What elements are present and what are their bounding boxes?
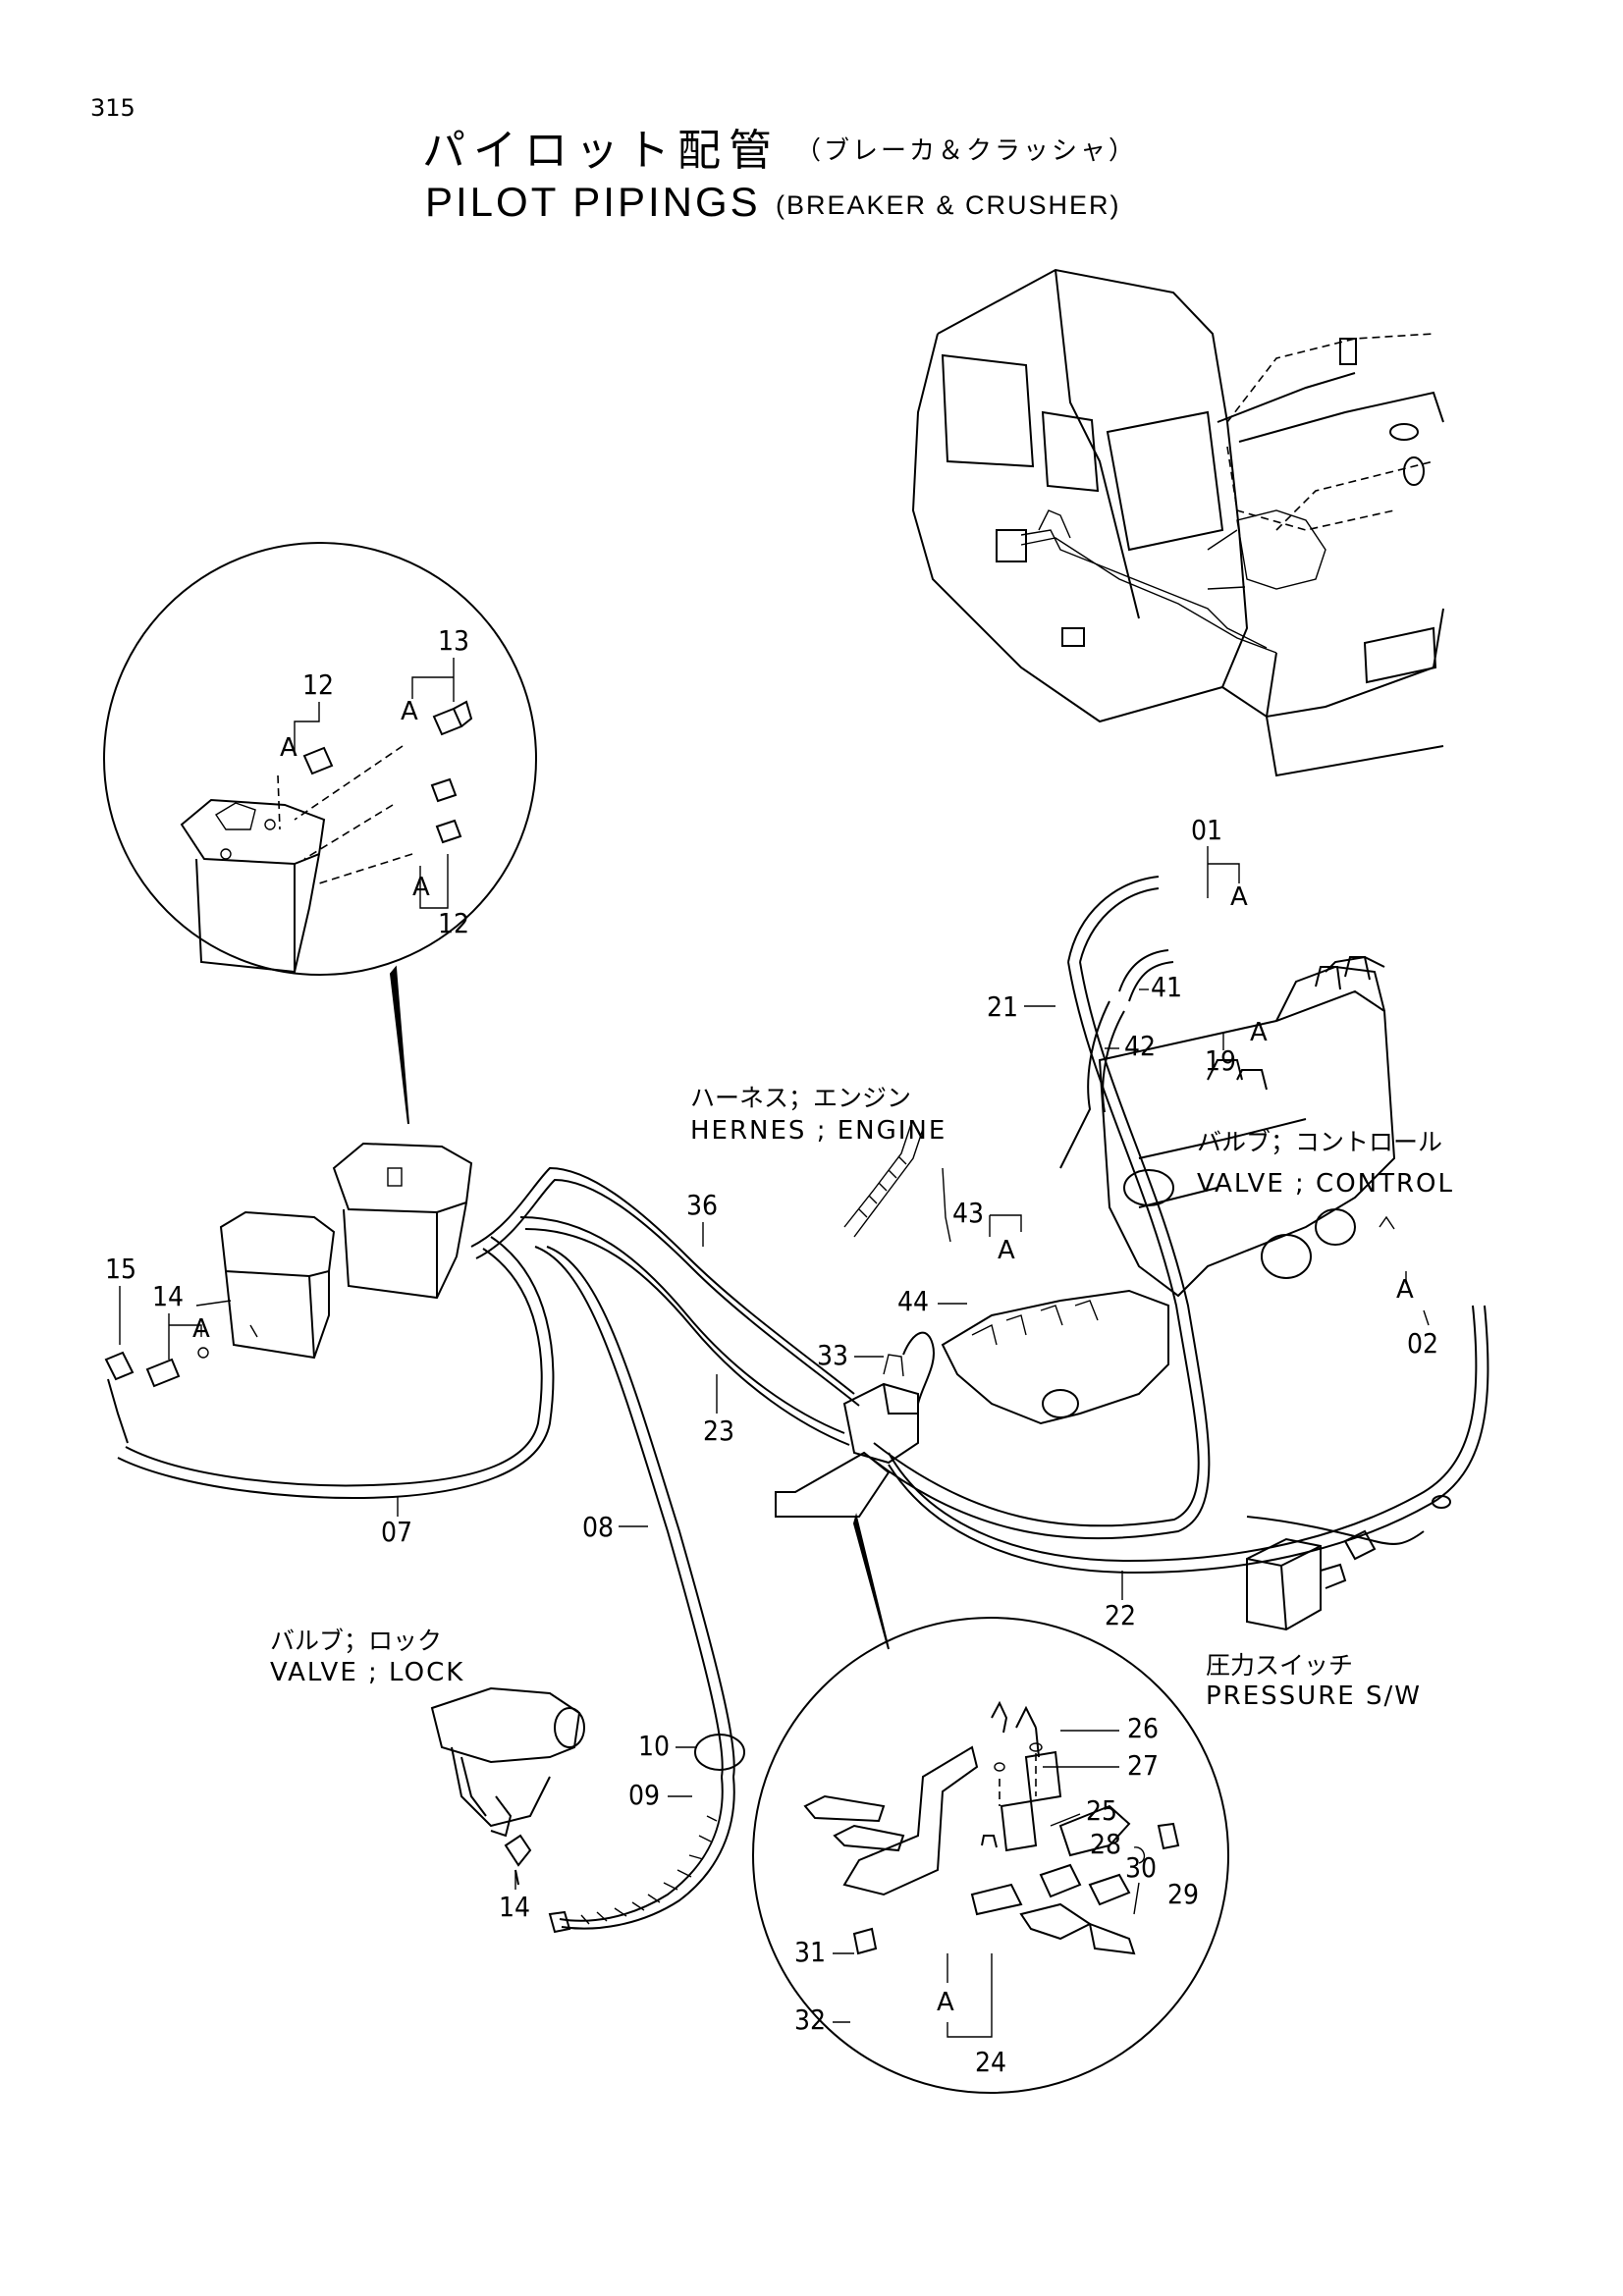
detail-marker: A — [401, 697, 420, 726]
title-jp: パイロット配管 — [422, 126, 780, 176]
harness-jp: ハーネス；エンジン — [690, 1084, 911, 1112]
part-label-33: 32 — [794, 2003, 826, 2036]
control-valve-jp: バルブ；コントロール — [1197, 1128, 1442, 1156]
part-label-27: 27 — [1127, 1749, 1159, 1782]
part-label-30: 30 — [1125, 1851, 1157, 1884]
part-labels: 01 A 21 41 42 19 A バルブ；コントロール VALVE ; CO… — [105, 814, 1454, 1923]
detail-marker: A — [1250, 1018, 1270, 1047]
part-label-19: 19 — [1205, 1044, 1236, 1077]
part-label-28: 28 — [1090, 1828, 1121, 1860]
pressure-sw-en: PRESSURE S/W — [1206, 1682, 1422, 1711]
part-label-21: 21 — [987, 990, 1018, 1023]
part-label-01: 01 — [1191, 814, 1222, 846]
detail-marker: A — [1396, 1275, 1416, 1305]
part-label-25: 25 — [1086, 1794, 1117, 1827]
pressure-switch — [1246, 1495, 1451, 1631]
part-label-36: 36 — [686, 1189, 718, 1221]
part-label-12b: 12 — [438, 907, 469, 939]
part-label-26: 26 — [1127, 1712, 1159, 1744]
detail-marker: A — [937, 1988, 956, 2017]
page-number: 315 — [90, 94, 135, 122]
detail-circle-top: 12 A 13 A A 12 — [103, 542, 537, 1125]
lower-valve-block — [941, 1289, 1169, 1425]
engine-harness — [843, 1123, 951, 1243]
part-label-24: 24 — [975, 2046, 1006, 2078]
coiled-hose — [548, 1734, 745, 1934]
control-valve-assembly — [1098, 955, 1396, 1298]
lock-valve — [430, 1686, 585, 1886]
part-label-02: 02 — [1407, 1327, 1438, 1360]
part-label-08: 08 — [582, 1511, 614, 1543]
control-valve-en: VALVE ; CONTROL — [1197, 1169, 1454, 1199]
detail-marker: A — [998, 1236, 1017, 1265]
detail-marker: A — [1230, 882, 1250, 912]
detail-marker: A — [280, 733, 299, 763]
part-label-23: 23 — [703, 1415, 734, 1447]
title-en-sub: (BREAKER & CRUSHER) — [776, 190, 1121, 220]
pressure-sw-jp: 圧力スイッチ — [1206, 1651, 1353, 1680]
part-label-16: 15 — [105, 1253, 136, 1285]
part-label-09: 09 — [628, 1779, 660, 1811]
harness-en: HERNES ; ENGINE — [690, 1116, 947, 1146]
part-label-15: 14 — [152, 1280, 184, 1312]
part-label-12: 12 — [302, 668, 334, 701]
part-label-43: 43 — [952, 1197, 984, 1229]
hose-lines — [117, 876, 1489, 1778]
junction-block — [775, 1331, 935, 1650]
part-label-32: 31 — [794, 1936, 826, 1968]
excavator-cab-illustration — [911, 268, 1444, 777]
part-label-22: 22 — [1105, 1599, 1136, 1631]
part-label-10: 10 — [638, 1730, 670, 1762]
part-label-44: 44 — [897, 1285, 929, 1317]
part-label-29: 29 — [1167, 1878, 1199, 1910]
part-label-42: 42 — [1124, 1030, 1156, 1062]
title-jp-sub: （ブレーカ＆クラッシャ） — [795, 136, 1137, 166]
part-label-14: 14 — [499, 1891, 530, 1923]
lock-valve-en: VALVE ; LOCK — [270, 1658, 464, 1687]
detail-marker: A — [412, 873, 432, 902]
part-label-31: 33 — [817, 1339, 848, 1371]
title-en: PILOT PIPINGS — [425, 179, 761, 225]
part-label-41: 41 — [1151, 971, 1182, 1003]
part-label-13: 13 — [438, 624, 469, 657]
part-label-07: 07 — [381, 1516, 412, 1548]
left-fittings — [104, 1347, 209, 1444]
detail-circle-bottom: 26 27 25 28 30 29 31 32 A 24 — [752, 1617, 1229, 2094]
solenoid-valve-assembly — [195, 1142, 473, 1360]
lock-valve-jp: バルブ；ロック — [270, 1627, 442, 1655]
detail-marker: A — [192, 1314, 212, 1344]
